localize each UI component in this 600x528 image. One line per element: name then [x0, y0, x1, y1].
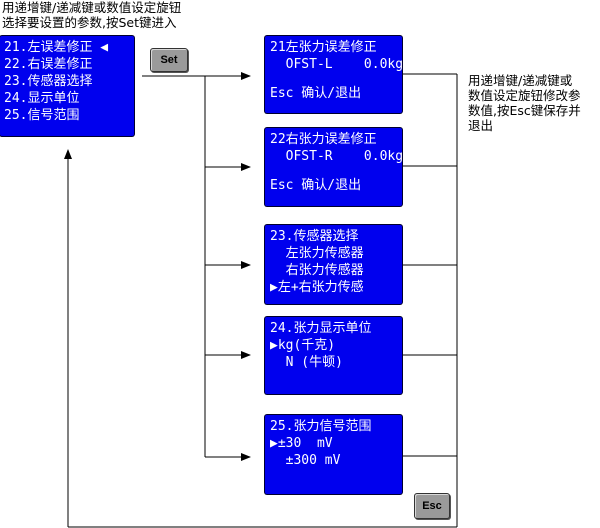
screen-option-selected[interactable]: ▶±30 mV: [270, 436, 333, 451]
screen-line: Esc 确认/退出: [270, 178, 362, 193]
screen-option[interactable]: 左张力传感器: [270, 246, 364, 261]
screen-line: 24.张力显示单位: [270, 321, 372, 336]
screen-option[interactable]: ±300 mV: [270, 453, 341, 468]
screen-display-unit: 24.张力显示单位 ▶kg(千克) N (牛顿): [265, 317, 402, 394]
top-instruction: 用递增键/递减键或数值设定旋钮 选择要设置的参数,按Set键进入: [2, 0, 182, 30]
screen-line: OFST-R 0.0kg: [270, 149, 404, 164]
right-instruction: 用递增键/递减键或 数值设定旋钮修改参 数值,按Esc键保存并 退出: [468, 73, 581, 133]
menu-item-23[interactable]: 23.传感器选择: [4, 74, 93, 89]
menu-item-24[interactable]: 24.显示单位: [4, 91, 80, 106]
screen-right-offset: 22右张力误差修正 OFST-R 0.0kg Esc 确认/退出: [265, 128, 404, 206]
screen-option-selected[interactable]: ▶左+右张力传感: [270, 280, 364, 295]
screen-left-offset: 21左张力误差修正 OFST-L 0.0kg Esc 确认/退出: [265, 36, 404, 113]
screen-signal-range: 25.张力信号范围 ▶±30 mV ±300 mV: [265, 415, 402, 494]
screen-line: 21左张力误差修正: [270, 40, 377, 55]
screen-line: 22右张力误差修正: [270, 132, 377, 147]
screen-line: 25.张力信号范围: [270, 419, 372, 434]
set-button[interactable]: Set: [150, 48, 188, 72]
screen-option-selected[interactable]: ▶kg(千克): [270, 338, 336, 353]
screen-option[interactable]: N (牛顿): [270, 355, 343, 370]
screen-sensor-select: 23.传感器选择 左张力传感器 右张力传感器 ▶左+右张力传感: [265, 225, 402, 304]
menu-item-25[interactable]: 25.信号范围: [4, 108, 80, 123]
screen-line: OFST-L 0.0kg: [270, 57, 404, 72]
screen-line: 23.传感器选择: [270, 229, 359, 244]
menu-item-22[interactable]: 22.右误差修正: [4, 57, 93, 72]
esc-button[interactable]: Esc: [414, 493, 450, 519]
main-menu-screen: 21.左误差修正 ◀ 22.右误差修正 23.传感器选择 24.显示单位 25.…: [0, 36, 134, 136]
screen-option[interactable]: 右张力传感器: [270, 263, 364, 278]
screen-line: Esc 确认/退出: [270, 86, 362, 101]
menu-item-21[interactable]: 21.左误差修正 ◀: [4, 40, 109, 55]
